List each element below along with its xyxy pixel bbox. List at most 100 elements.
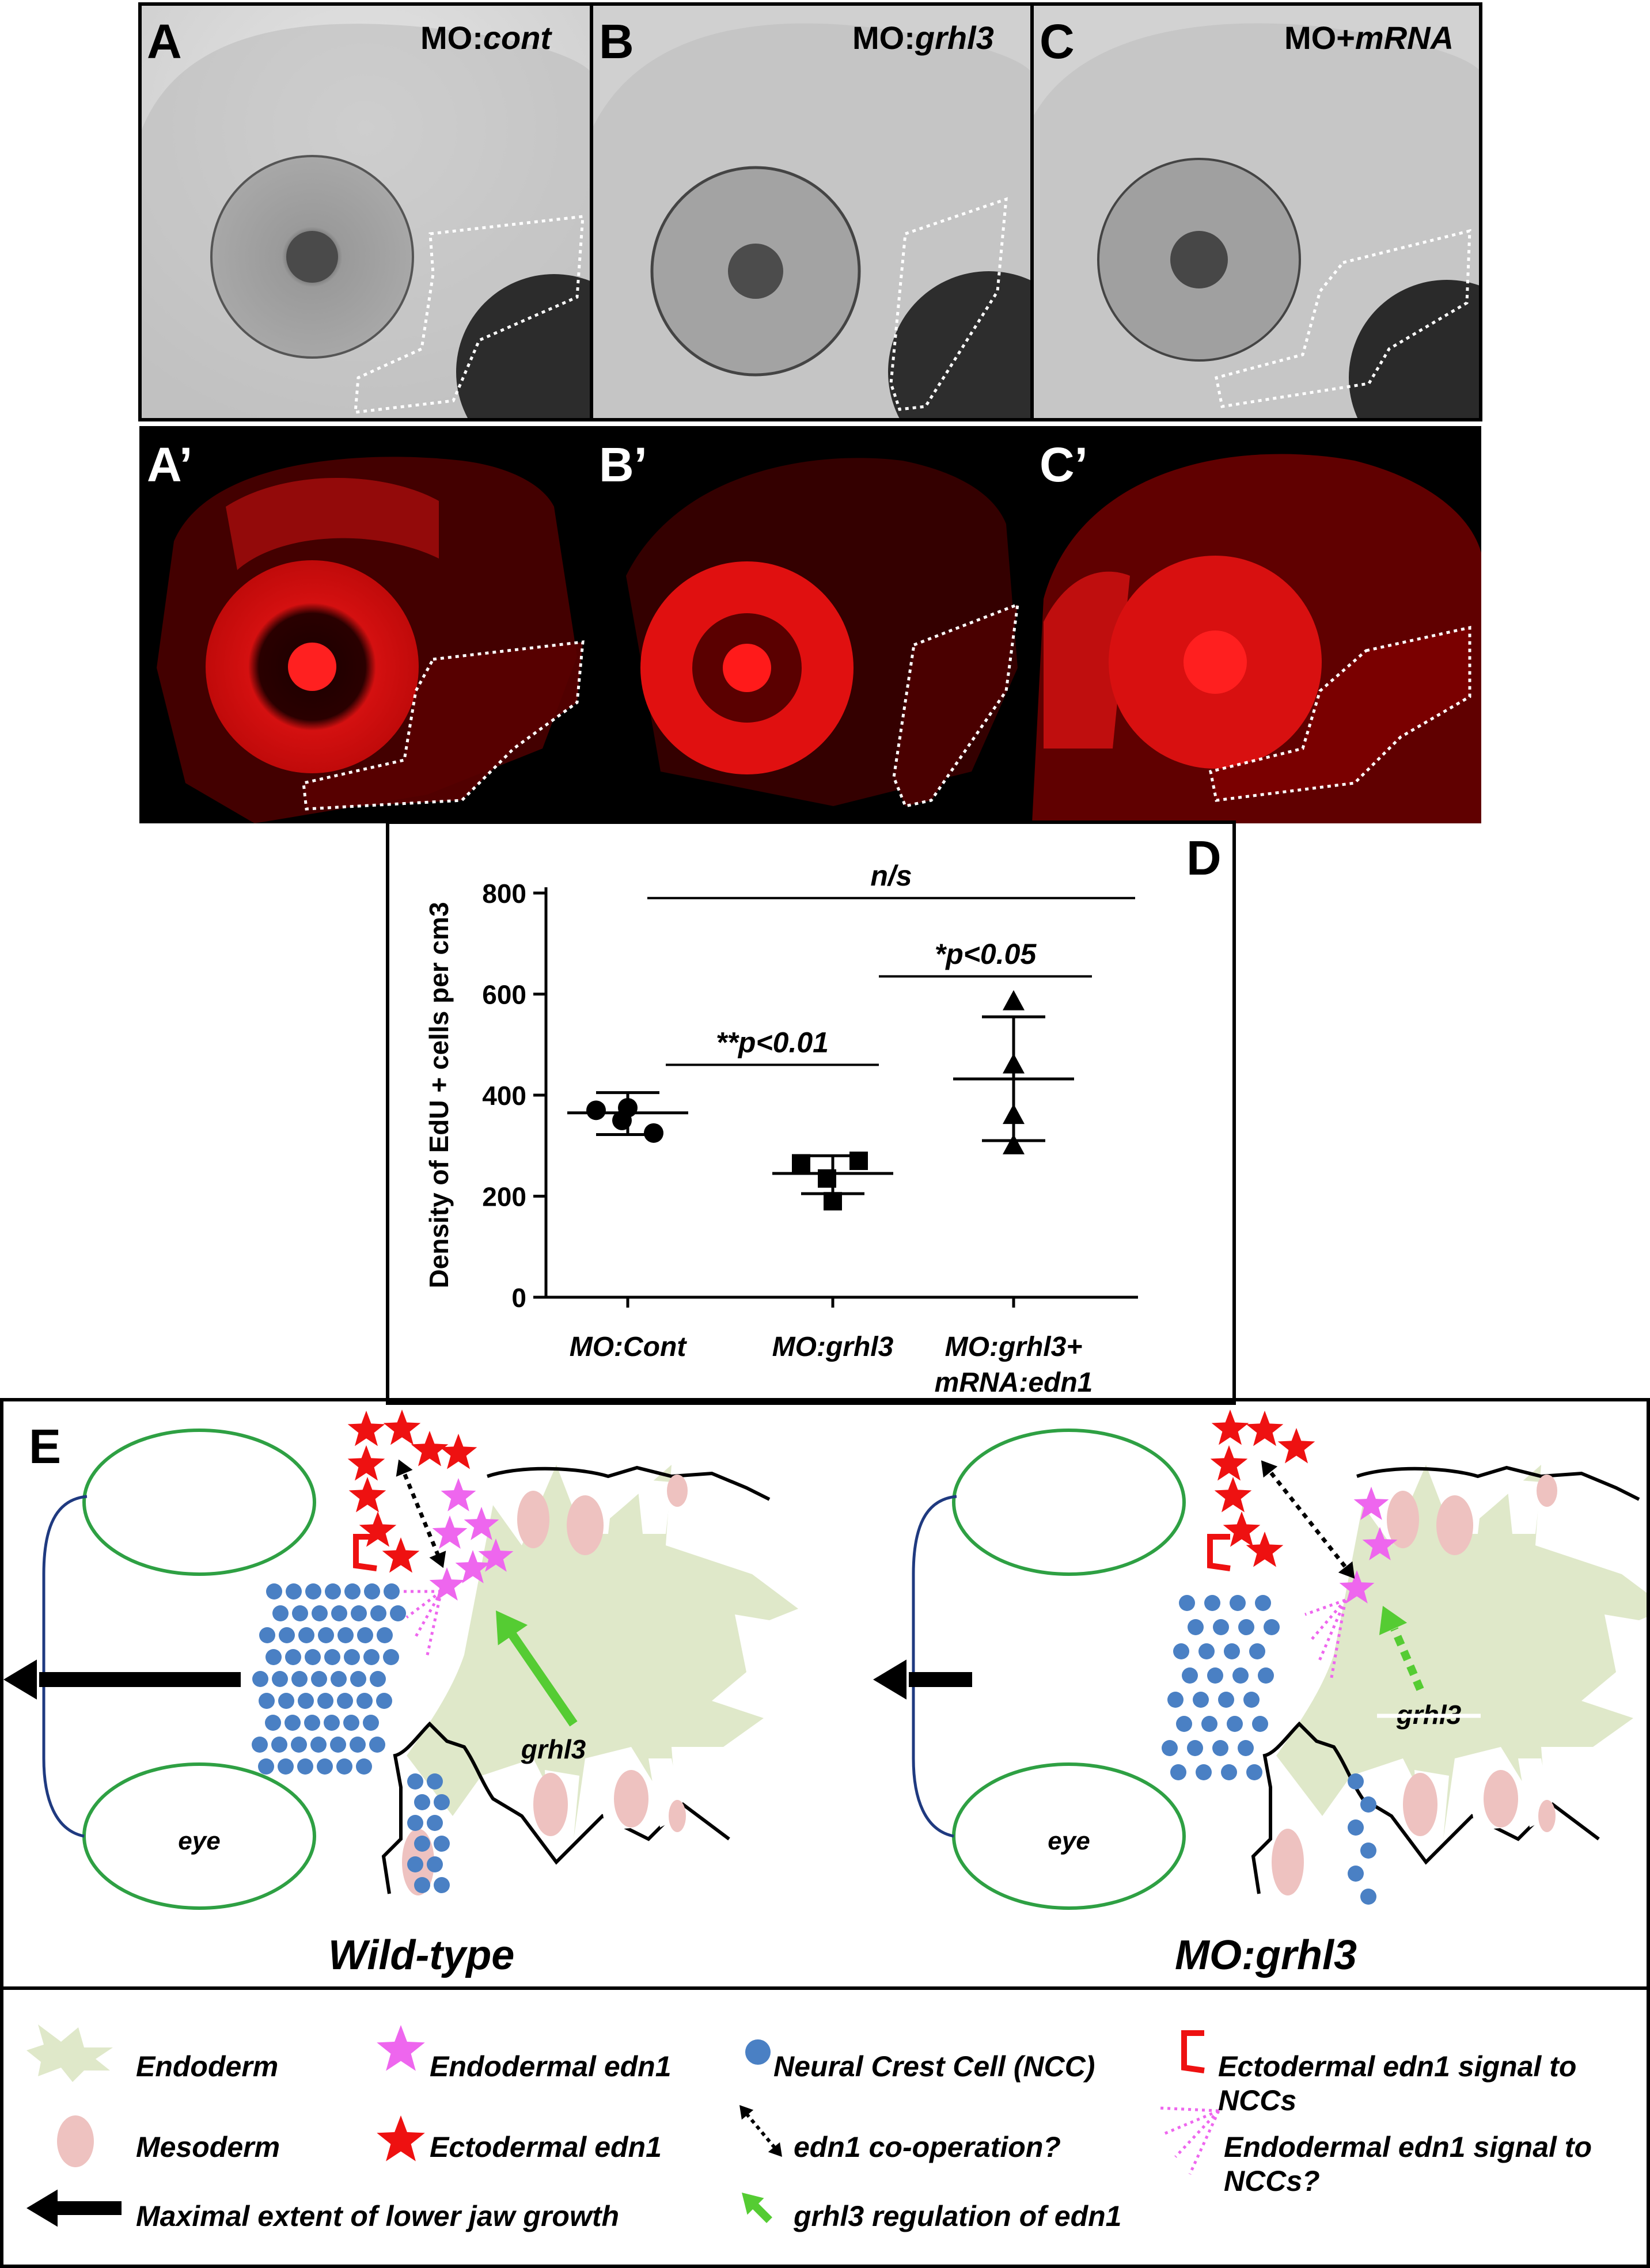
embryo-fluorescence-a (157, 457, 585, 823)
neural-crest-cell (285, 1715, 301, 1731)
condition-prefix: MO: (852, 20, 915, 56)
neural-crest-cell (434, 1836, 450, 1852)
embryo-brightfield-c (1032, 3, 1481, 419)
endodermal-edn1-star (1339, 1570, 1375, 1604)
endodermal-signal-fan (425, 1591, 443, 1658)
neural-crest-cell (1187, 1740, 1203, 1756)
neural-crest-cell (363, 1649, 380, 1665)
neural-crest-cell (1207, 1667, 1223, 1684)
neural-crest-cell (1360, 1796, 1376, 1813)
condition-prefix: MO+ (1284, 20, 1355, 56)
condition-italic: mRNA (1355, 20, 1454, 56)
edn1-cooperation-arrow (1263, 1463, 1353, 1576)
endodermal-edn1-star (478, 1538, 514, 1572)
neural-crest-cell (298, 1627, 314, 1643)
condition-italic: cont (483, 20, 552, 56)
panel-letter-b-prime: B’ (599, 438, 647, 492)
data-point (1003, 1104, 1025, 1124)
mesoderm-oval (517, 1491, 549, 1548)
neural-crest-cell (265, 1649, 282, 1665)
neural-crest-cell (1258, 1667, 1274, 1684)
ectodermal-edn1-star (1246, 1411, 1284, 1446)
grhl3-regulation-arrow (506, 1629, 578, 1727)
neural-crest-cell (298, 1693, 314, 1709)
mesoderm-oval (1403, 1773, 1437, 1836)
jaw-growth-arrow-head (873, 1659, 906, 1700)
neural-crest-cell (407, 1773, 423, 1790)
condition-label-b: MO:grhl3 (852, 22, 994, 54)
mesoderm-oval (1484, 1770, 1518, 1828)
x-category-label: MO:grhl3 (772, 1332, 894, 1362)
ectodermal-edn1-star (348, 1477, 386, 1513)
divider-bc (1030, 2, 1034, 421)
ectodermal-edn1-star (1246, 1532, 1284, 1567)
endodermal-edn1-star (429, 1567, 465, 1601)
legend-label-ncc: Neural Crest Cell (NCC) (773, 2050, 1095, 2083)
pouch-gap (1558, 1479, 1593, 1534)
mesoderm-oval (533, 1773, 568, 1836)
legend-endodermal-signal-fan (1158, 2106, 1219, 2113)
y-tick-label: 400 (482, 1081, 526, 1111)
legend-label-endodermal-signal: Endodermal edn1 signal to NCCs? (1224, 2130, 1592, 2198)
neural-crest-cell (1224, 1643, 1240, 1659)
neural-crest-cell (1243, 1692, 1260, 1708)
neural-crest-cell (1179, 1595, 1195, 1611)
legend-ectodermal-edn1-star (377, 2115, 425, 2161)
neural-crest-cell (259, 1693, 275, 1709)
pouch-gap (1507, 1479, 1541, 1534)
endodermal-edn1-star (455, 1550, 491, 1583)
endodermal-signal-fan (414, 1590, 443, 1639)
ectodermal-edn1-star (347, 1445, 385, 1481)
mesoderm-oval (667, 1475, 688, 1507)
y-tick-label: 800 (482, 879, 526, 909)
neural-crest-cell (1221, 1764, 1237, 1780)
panel-c-brightfield (1032, 3, 1481, 419)
endodermal-edn1-star (441, 1478, 476, 1511)
x-category-label: MO:Cont (570, 1332, 688, 1362)
embryo-fluorescence-b (626, 458, 1020, 808)
neural-crest-cell (318, 1627, 334, 1643)
neural-crest-cell (330, 1737, 346, 1753)
cooperation-arrow-head (396, 1459, 413, 1477)
edn1-cooperation-arrow (399, 1464, 443, 1564)
ectoderm-outline (381, 1465, 771, 1894)
condition-label-c: MO+mRNA (1284, 22, 1454, 54)
ectodermal-edn1-star (1223, 1511, 1261, 1547)
neural-crest-cell (1230, 1595, 1246, 1611)
panel-b-prime-fluorescence (591, 426, 1032, 823)
data-point (1003, 1053, 1025, 1074)
neural-crest-cell (1196, 1764, 1212, 1780)
neural-crest-cell (1348, 1866, 1364, 1882)
neural-crest-cell (325, 1583, 341, 1600)
legend-label-line: NCCs? (1224, 2165, 1320, 2197)
significance-label: n/s (870, 860, 912, 892)
endoderm-shape (407, 1465, 798, 1839)
legend-ectodermal-signal-bracket (1181, 2030, 1205, 2073)
neural-crest-cell (1238, 1740, 1254, 1756)
eye-label: eye (178, 1827, 220, 1855)
neural-crest-cell (317, 1758, 333, 1775)
neural-crest-cell (356, 1758, 372, 1775)
schematic-frame (0, 1398, 1650, 2268)
neural-crest-cell (278, 1758, 294, 1775)
neural-crest-cell (363, 1715, 379, 1731)
legend-label-endoderm: Endoderm (136, 2050, 279, 2083)
neural-crest-cell (434, 1794, 450, 1810)
neural-crest-cell (414, 1794, 430, 1810)
endodermal-signal-fan (1304, 1598, 1346, 1616)
ectodermal-edn1-star (347, 1411, 385, 1446)
chart-frame (386, 820, 1236, 1405)
legend-cooperation-head (739, 2105, 754, 2120)
neural-crest-cell (271, 1737, 287, 1753)
jaw-growth-arrow-shaft (39, 1672, 241, 1687)
neural-crest-cell (272, 1671, 288, 1687)
neural-crest-cell (370, 1605, 386, 1621)
legend-label-ectodermal-signal: Ectodermal edn1 signal to NCCs (1218, 2050, 1576, 2118)
cooperation-arrow-head (1261, 1460, 1278, 1478)
neural-crest-cell (376, 1693, 392, 1709)
legend-mesoderm-icon (57, 2115, 94, 2167)
neural-crest-cell (350, 1671, 366, 1687)
ectodermal-edn1-star (359, 1511, 397, 1547)
